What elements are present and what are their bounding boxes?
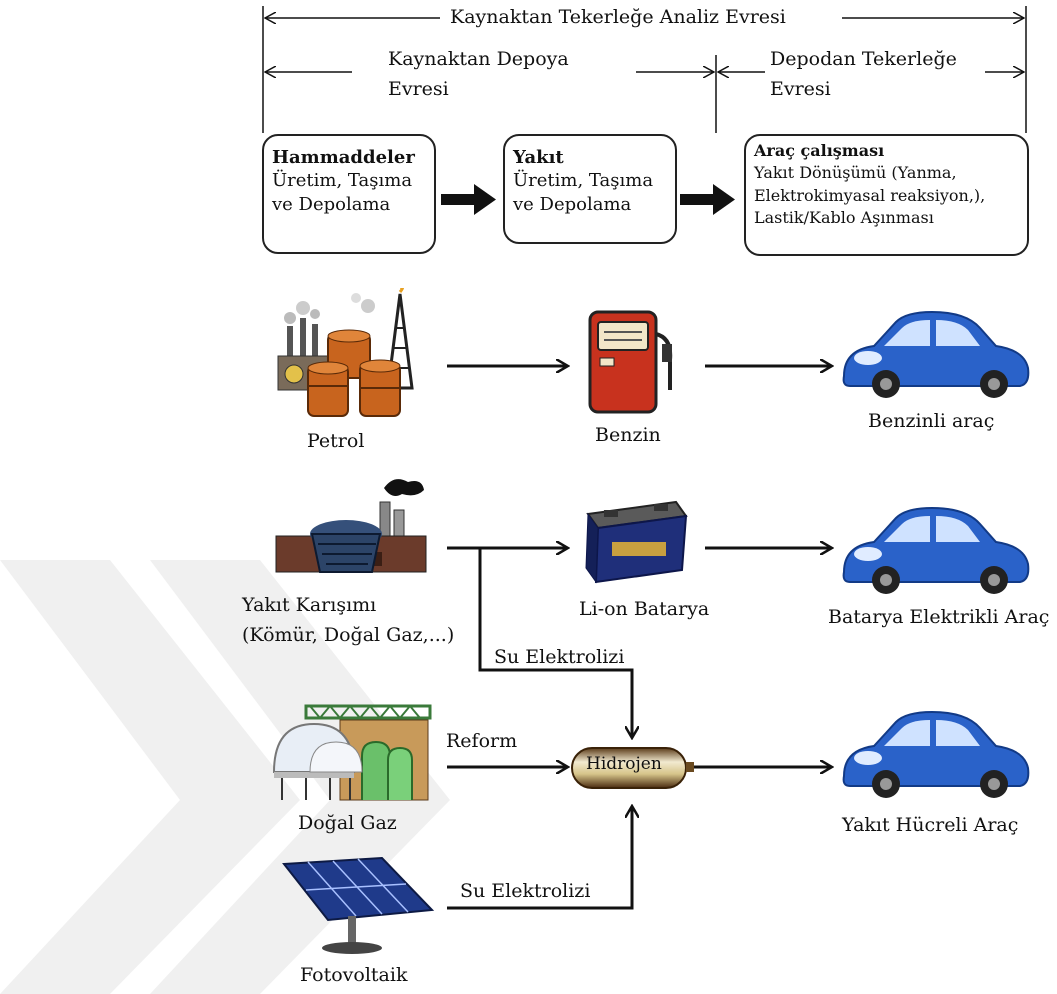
well-to-tank-phase-label-1: Kaynaktan Depoya xyxy=(388,48,569,70)
car-icon-fuel-cell xyxy=(842,710,1030,798)
fuel-line-1: Üretim, Taşıma xyxy=(513,170,654,192)
fuel-battery-label: Li-on Batarya xyxy=(579,598,710,620)
gas-pump-icon xyxy=(588,310,673,414)
vehicle-operation-line-3: Lastik/Kablo Aşınması xyxy=(754,208,934,228)
phase-span-lines xyxy=(262,6,1027,133)
raw-materials-line-2: ve Depolama xyxy=(272,193,391,215)
fuel-gasoline-label: Benzin xyxy=(595,424,661,446)
fuel-hydrogen-label: Hidrojen xyxy=(586,754,662,774)
vehicle-operation-title: Araç çalışması xyxy=(754,141,885,160)
tank-to-wheel-phase-label-1: Depodan Tekerleğe xyxy=(770,48,957,70)
source-fuel-mix-label-1: Yakıt Karışımı xyxy=(242,594,377,616)
source-petrol-label: Petrol xyxy=(307,430,365,452)
vehicle-operation-box: Araç çalışması Yakıt Dönüşümü (Yanma, El… xyxy=(744,134,1029,256)
process-reform-label: Reform xyxy=(446,730,518,752)
raw-materials-box: Hammaddeler Üretim, Taşıma ve Depolama xyxy=(262,134,436,254)
well-to-tank-phase-label-2: Evresi xyxy=(388,78,449,100)
vehicle-operation-line-2: Elektrokimyasal reaksiyon,), xyxy=(754,185,986,205)
stage-arrows xyxy=(441,184,735,215)
vehicle-gasoline-label: Benzinli araç xyxy=(868,410,995,432)
hydrogen-tank-icon xyxy=(571,747,694,789)
vehicle-fuel-cell-label: Yakıt Hücreli Araç xyxy=(842,814,1019,836)
source-fuel-mix-label-2: (Kömür, Doğal Gaz,...) xyxy=(242,624,455,646)
well-to-wheel-phase-label: Kaynaktan Tekerleğe Analiz Evresi xyxy=(444,6,792,29)
power-plant-icon xyxy=(275,479,427,573)
car-icon-battery xyxy=(842,506,1030,594)
battery-icon xyxy=(585,500,688,584)
process-electrolysis-1-label: Su Elektrolizi xyxy=(494,646,625,668)
source-photovoltaic-label: Fotovoltaik xyxy=(300,964,408,986)
gas-plant-icon xyxy=(272,704,432,801)
vehicle-operation-line-1: Yakıt Dönüşümü (Yanma, xyxy=(754,163,957,183)
vehicle-battery-label: Batarya Elektrikli Araç xyxy=(828,606,1050,628)
fuel-title: Yakıt xyxy=(513,147,564,168)
refinery-icon xyxy=(277,288,414,417)
tank-to-wheel-phase-label-2: Evresi xyxy=(770,78,831,100)
fuel-line-2: ve Depolama xyxy=(513,193,632,215)
process-electrolysis-2-label: Su Elektrolizi xyxy=(460,880,591,902)
source-natural-gas-label: Doğal Gaz xyxy=(298,812,397,834)
car-icon-gasoline xyxy=(842,310,1030,398)
raw-materials-line-1: Üretim, Taşıma xyxy=(272,170,413,192)
solar-panel-icon xyxy=(282,856,435,954)
flow-arrows xyxy=(447,366,832,910)
fuel-box: Yakıt Üretim, Taşıma ve Depolama xyxy=(503,134,677,244)
raw-materials-title: Hammaddeler xyxy=(272,147,415,168)
